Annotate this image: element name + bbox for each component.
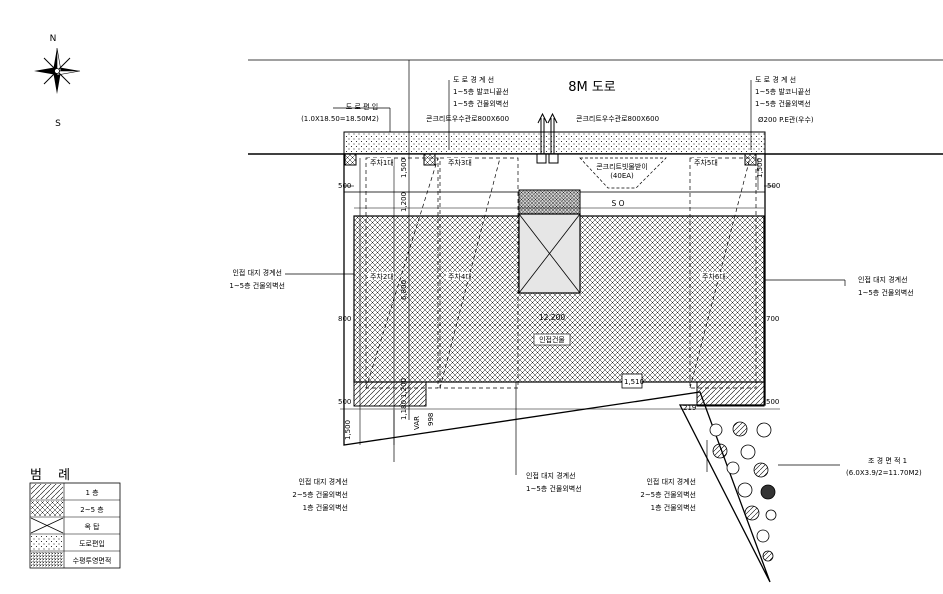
svg-text:1층 건물외벽선: 1층 건물외벽선 (651, 503, 696, 512)
svg-text:500: 500 (767, 182, 780, 190)
svg-text:1~5층 건물외벽선: 1~5층 건물외벽선 (755, 99, 811, 108)
svg-text:1,500: 1,500 (400, 158, 408, 178)
road-dedication-area: (1.0X18.50=18.50M2) (301, 115, 379, 123)
svg-text:500: 500 (338, 398, 351, 406)
svg-text:1~5층 건물외벽선: 1~5층 건물외벽선 (858, 288, 914, 297)
legend-swatch-projection (31, 552, 63, 567)
catch-basin (579, 157, 667, 189)
legend: 범 례 1 층 2~5 층 옥 탑 도로편입 수평투영면적 (29, 468, 121, 569)
legend-item-road: 도로편입 (79, 539, 105, 548)
parking-2: 주차2대 (370, 272, 394, 281)
legend-item-rooftop: 옥 탑 (84, 523, 100, 531)
svg-text:1~5층 건물외벽선: 1~5층 건물외벽선 (229, 281, 285, 290)
svg-text:도 로 경 계 선: 도 로 경 계 선 (755, 75, 796, 84)
svg-text:6,800: 6,800 (400, 280, 408, 300)
legend-swatch-floor2-5 (31, 501, 63, 516)
svg-text:조 경 면 적 1: 조 경 면 적 1 (868, 456, 907, 465)
annotation-landscape: 조 경 면 적 1 (6.0X3.9/2=11.70M2) (846, 456, 922, 477)
floor-1-left-part (353, 381, 427, 407)
parking-labels: 주차1대 주차3대 주차5대 주차2대 주차4대 주차6대 (368, 158, 726, 281)
svg-text:700: 700 (766, 315, 779, 323)
parking-4: 주차4대 (448, 272, 472, 281)
svg-text:1,200: 1,200 (400, 378, 408, 398)
svg-text:1~5층 발코니끝선: 1~5층 발코니끝선 (453, 87, 509, 96)
annotation-top-right: 도 로 경 계 선 1~5층 발코니끝선 1~5층 건물외벽선 (755, 75, 811, 108)
parking-6: 주차6대 (702, 272, 726, 281)
svg-text:800: 800 (338, 315, 351, 323)
annotation-left-mid: 인접 대지 경계선 1~5층 건물외벽선 (229, 268, 285, 290)
svg-text:1~5층 건물외벽선: 1~5층 건물외벽선 (526, 484, 582, 493)
width-dimension: 12,200 (539, 313, 565, 322)
svg-text:1~5층 건물외벽선: 1~5층 건물외벽선 (453, 99, 509, 108)
svg-text:1,200: 1,200 (400, 192, 408, 212)
svg-text:(6.0X3.9/2=11.70M2): (6.0X3.9/2=11.70M2) (846, 469, 922, 477)
svg-text:219: 219 (683, 404, 696, 412)
svg-text:500: 500 (766, 398, 779, 406)
catch-basin-label: 콘크리트빗물받이 (596, 162, 648, 171)
legend-swatch-floor1 (31, 484, 63, 499)
annotation-bottom-mid: 인접 대지 경계선 1~5층 건물외벽선 (526, 471, 582, 493)
road-dedication-label: 도 로 편 입 (346, 102, 378, 111)
legend-item-floor2-5: 2~5 층 (80, 505, 104, 514)
compass-south: S (55, 119, 61, 129)
svg-text:1층 건물외벽선: 1층 건물외벽선 (303, 503, 348, 512)
svg-text:1,500: 1,500 (756, 158, 764, 178)
parking-bays (365, 157, 757, 389)
svg-text:998: 998 (427, 413, 435, 426)
svg-text:2~5층 건물외벽선: 2~5층 건물외벽선 (292, 490, 348, 499)
legend-item-projection: 수평투영면적 (73, 556, 112, 565)
compass-north: N (50, 34, 57, 44)
site-boundary (343, 153, 771, 583)
parking-3: 주차3대 (448, 158, 472, 167)
svg-text:VAR: VAR (413, 416, 421, 430)
legend-swatch-road (31, 535, 63, 550)
svg-text:1,500: 1,500 (344, 420, 352, 440)
annotation-bottom-left: 인접 대지 경계선 2~5층 건물외벽선 1층 건물외벽선 (292, 477, 348, 512)
svg-text:인접 대지 경계선: 인접 대지 경계선 (526, 471, 576, 480)
pipe-right-label: Ø200 P.E관(우수) (758, 115, 814, 124)
floor-1-notch (621, 373, 643, 389)
legend-title: 범 례 (30, 468, 76, 483)
north-arrow-icon: N S (34, 34, 81, 129)
svg-text:2~5층 건물외벽선: 2~5층 건물외벽선 (640, 490, 696, 499)
annotation-bottom-right: 인접 대지 경계선 2~5층 건물외벽선 1층 건물외벽선 (640, 477, 696, 512)
svg-text:500: 500 (338, 182, 351, 190)
center-building-label: 인접건물 (539, 335, 565, 344)
svg-text:도 로 경 계 선: 도 로 경 계 선 (453, 75, 494, 84)
drain-left-label: 콘크리트우수관로800X600 (426, 114, 509, 123)
floor-1-right-part (696, 381, 765, 407)
annotation-right-mid: 인접 대지 경계선 1~5층 건물외벽선 (858, 275, 914, 297)
svg-text:1,180: 1,180 (400, 400, 408, 420)
rooftop-stair-top (518, 189, 581, 215)
svg-text:1~5층 발코니끝선: 1~5층 발코니끝선 (755, 87, 811, 96)
catch-basin-count: (40EA) (610, 172, 634, 180)
dimension-labels: 500 500 800 700 500 500 1,500 1,500 1,50… (338, 158, 780, 440)
parking-1: 주차1대 (370, 158, 394, 167)
svg-text:인접 대지 경계선: 인접 대지 경계선 (232, 268, 282, 277)
landscape-trees (709, 421, 777, 562)
drain-right-label: 콘크리트우수관로800X600 (576, 114, 659, 123)
parking-5: 주차5대 (694, 158, 718, 167)
so-label: S O (611, 199, 624, 208)
svg-text:인접 대지 경계선: 인접 대지 경계선 (646, 477, 696, 486)
svg-text:1,510: 1,510 (624, 378, 644, 386)
annotation-top-left: 도 로 경 계 선 1~5층 발코니끝선 1~5층 건물외벽선 (453, 75, 509, 108)
drain-pipes (344, 112, 757, 166)
svg-text:인접 대지 경계선: 인접 대지 경계선 (298, 477, 348, 486)
road-title: 8M 도로 (568, 80, 616, 95)
svg-text:인접 대지 경계선: 인접 대지 경계선 (858, 275, 908, 284)
legend-item-floor1: 1 층 (85, 488, 99, 497)
